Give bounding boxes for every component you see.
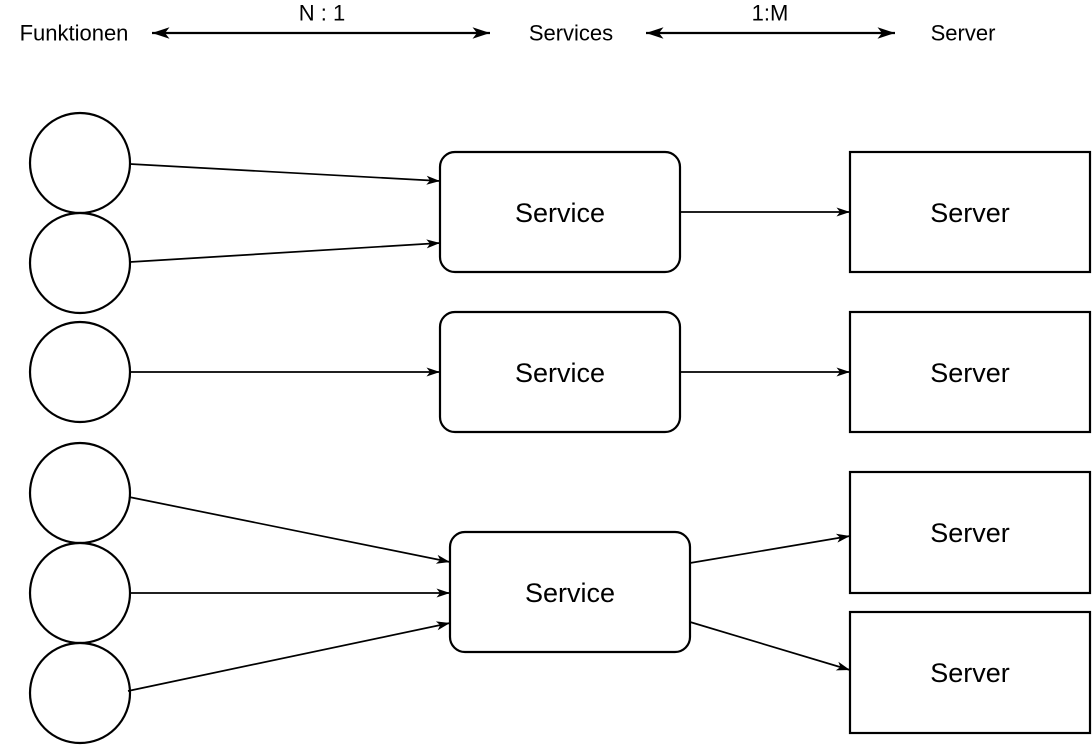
funktion-node-3 (28, 320, 132, 424)
relation-label-1-m: 1:M (752, 1, 789, 26)
service-node-2-label: Service (515, 358, 605, 388)
service-node-1-label: Service (515, 198, 605, 228)
server-node-1-label: Server (930, 198, 1010, 228)
edge-funktion2-service1 (129, 239, 441, 263)
service-node-3 (448, 530, 692, 654)
server-node-3-label: Server (930, 518, 1010, 548)
column-header-services: Services (529, 21, 613, 46)
edge-funktion4-service3 (128, 496, 451, 564)
relation-label-n-1: N : 1 (299, 1, 345, 26)
server-node-4 (848, 610, 1092, 735)
server-node-3 (848, 470, 1092, 595)
funktion-node-4 (28, 441, 132, 545)
edge-funktion1-service1 (129, 163, 441, 185)
service-node-3-label: Service (525, 578, 615, 608)
server-node-2-label: Server (930, 358, 1010, 388)
funktion-node-6 (28, 641, 132, 745)
server-node-2 (848, 310, 1092, 434)
edge-service3-server4 (689, 621, 851, 671)
edge-funktion6-service3 (127, 621, 451, 692)
server-node-4-label: Server (930, 658, 1010, 688)
column-header-server: Server (931, 21, 996, 46)
column-header-funktionen: Funktionen (20, 21, 129, 46)
funktion-node-2 (28, 211, 132, 315)
server-node-1 (848, 150, 1092, 274)
edge-service3-server3 (689, 533, 851, 564)
funktion-node-1 (28, 111, 132, 215)
funktion-node-5 (28, 541, 132, 645)
